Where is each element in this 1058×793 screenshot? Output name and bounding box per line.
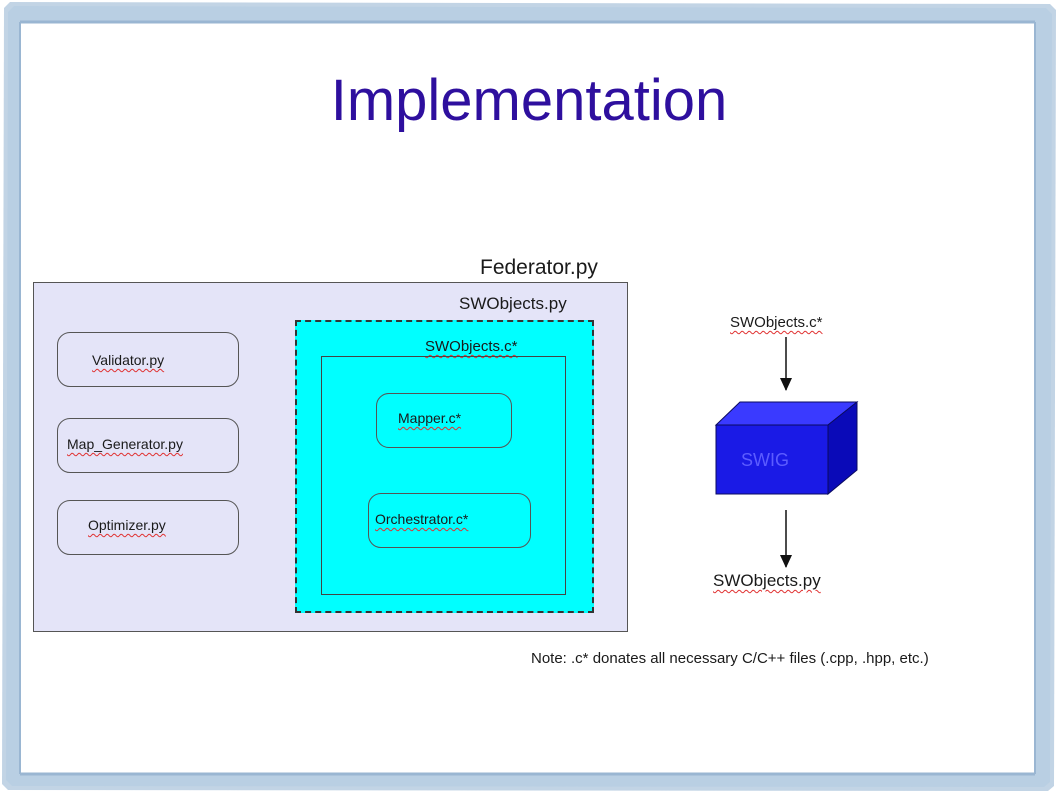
footnote: Note: .c* donates all necessary C/C++ fi… — [531, 650, 929, 667]
mapper-box — [376, 393, 512, 448]
map-generator-box — [57, 418, 239, 473]
validator-box — [57, 332, 239, 387]
validator-label: Validator.py — [92, 352, 165, 368]
flow-output-label: SWObjects.py — [713, 571, 821, 590]
orchestrator-label: Orchestrator.c* — [375, 511, 469, 527]
swobjects-c-label: SWObjects.c* — [425, 338, 518, 355]
optimizer-label: Optimizer.py — [88, 517, 166, 533]
federator-label: Federator.py — [480, 256, 598, 279]
flow-input-label: SWObjects.c* — [730, 314, 823, 331]
swobjects-py-label: SWObjects.py — [459, 294, 567, 313]
swobjects-py-box — [295, 320, 594, 613]
optimizer-box — [57, 500, 239, 555]
slide-title: Implementation — [330, 68, 728, 133]
mapper-label: Mapper.c* — [398, 410, 462, 426]
orchestrator-box — [368, 493, 531, 548]
map-generator-label: Map_Generator.py — [67, 436, 183, 452]
swig-label: SWIG — [741, 450, 789, 470]
swobjects-c-box — [321, 356, 566, 595]
